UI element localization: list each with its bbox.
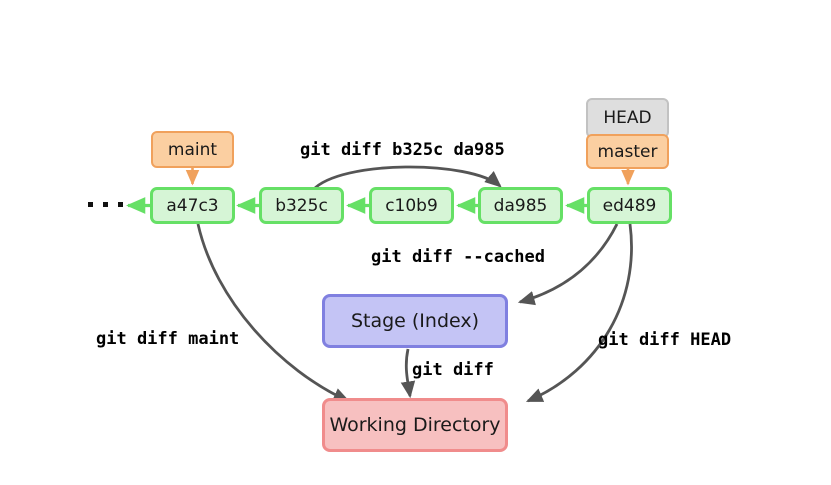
ellipsis-dot (103, 202, 108, 207)
working-directory-node[interactable]: Working Directory (322, 398, 508, 452)
ellipsis-dot (88, 202, 93, 207)
commit-node-c10b9[interactable]: c10b9 (369, 187, 454, 224)
ref-label-head[interactable]: HEAD (586, 98, 669, 138)
ref-label-master[interactable]: master (586, 134, 669, 169)
commit-node-b325c[interactable]: b325c (259, 187, 344, 224)
ref-label-maint[interactable]: maint (151, 131, 234, 168)
command-label-diff-range: git diff b325c da985 (300, 140, 505, 160)
history-ellipsis (88, 202, 123, 207)
stage-index-node[interactable]: Stage (Index) (322, 294, 508, 348)
ellipsis-dot (118, 202, 123, 207)
command-label-diff-maint: git diff maint (96, 329, 240, 349)
commit-node-da985[interactable]: da985 (478, 187, 563, 224)
commit-node-ed489[interactable]: ed489 (587, 187, 672, 224)
command-label-diff-head: git diff HEAD (598, 330, 732, 350)
command-label-diff-plain: git diff (412, 360, 494, 380)
commit-node-a47c3[interactable]: a47c3 (150, 187, 235, 224)
command-label-diff-cached: git diff --cached (371, 247, 545, 267)
